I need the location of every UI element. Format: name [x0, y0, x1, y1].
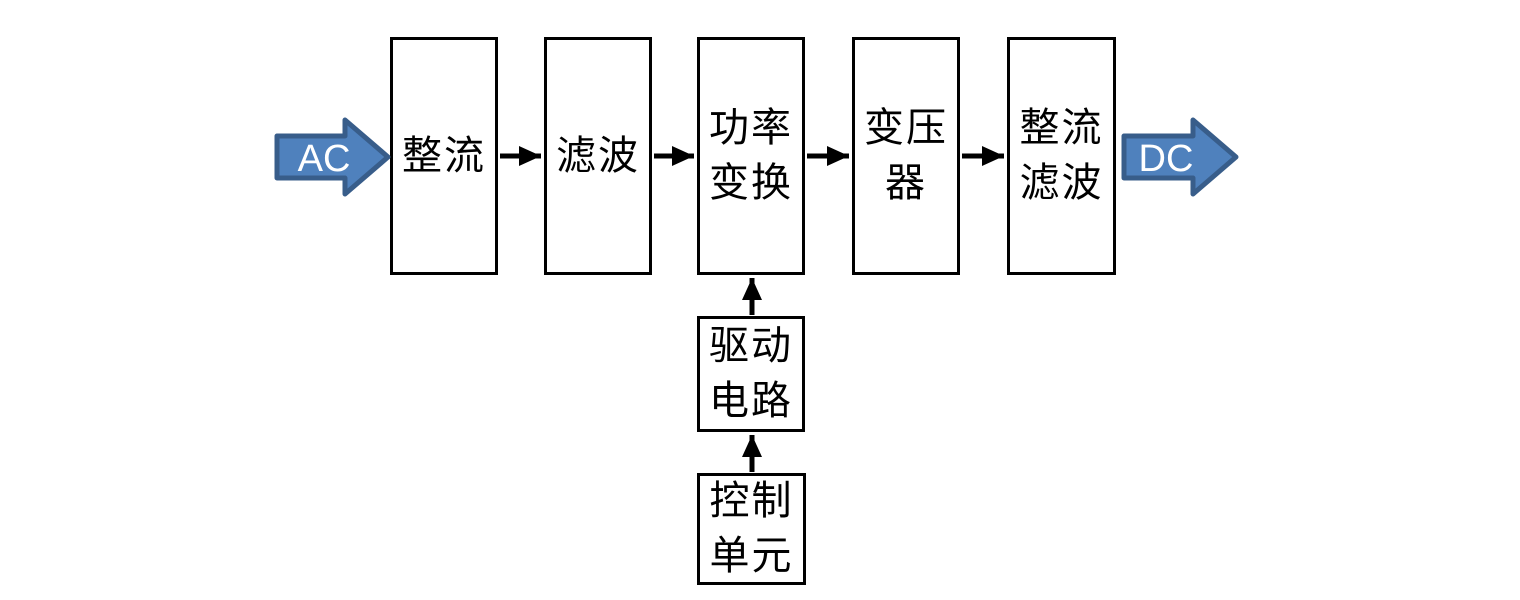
- block-rectifier-filter: 整流滤波: [1007, 37, 1116, 275]
- dc-arrow-shape: [1121, 117, 1239, 197]
- block-power-conversion-label: 功率变换: [709, 105, 793, 206]
- block-rectifier-label: 整流: [402, 132, 486, 179]
- ac-arrow-label: AC: [298, 138, 351, 180]
- block-rectifier: 整流: [390, 37, 498, 275]
- block-control-unit-label: 控制单元: [709, 478, 794, 579]
- ac-arrow-shape: [274, 117, 391, 197]
- dc-output-arrow: DC: [1121, 117, 1239, 197]
- block-filter-label: 滤波: [556, 132, 640, 179]
- block-power-conversion: 功率变换: [697, 37, 805, 275]
- block-rectifier-filter-label: 整流滤波: [1019, 105, 1104, 206]
- ac-input-arrow: AC: [274, 117, 391, 197]
- block-control-unit: 控制单元: [697, 473, 806, 585]
- block-transformer: 变压器: [852, 37, 960, 275]
- block-filter: 滤波: [544, 37, 652, 275]
- dc-arrow-label: DC: [1139, 138, 1194, 180]
- block-drive-circuit-label: 驱动电路: [709, 323, 793, 424]
- block-drive-circuit: 驱动电路: [697, 316, 805, 432]
- block-transformer-label: 变压器: [864, 105, 948, 206]
